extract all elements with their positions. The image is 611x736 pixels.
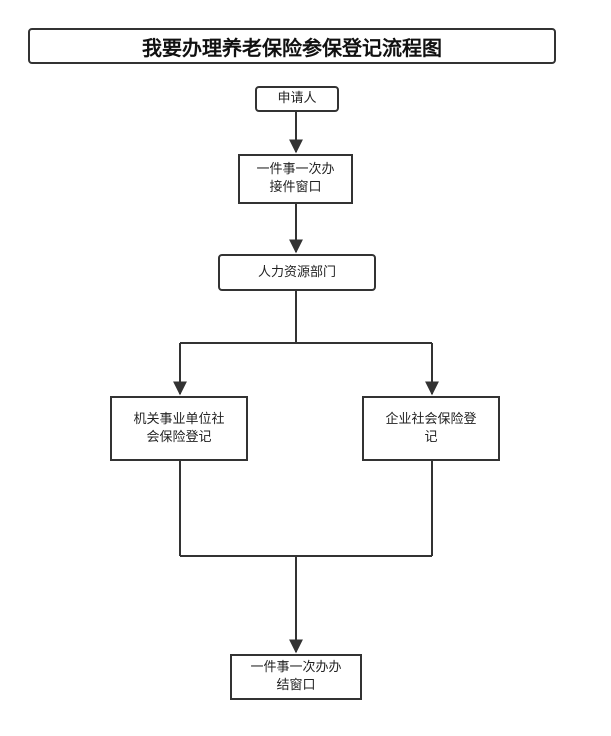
node-institution-line1: 机关事业单位社 [133, 411, 225, 427]
node-hr-department-label: 人力资源部门 [257, 264, 336, 280]
node-enterprise-line2: 记 [424, 429, 438, 445]
node-window-finish: 一件事一次办办 结窗口 [230, 654, 362, 700]
diagram-title: 我要办理养老保险参保登记流程图 [28, 28, 556, 64]
node-applicant: 申请人 [255, 86, 339, 112]
node-window-accept: 一件事一次办 接件窗口 [238, 154, 353, 204]
node-window-accept-line2: 接件窗口 [269, 180, 322, 195]
node-window-finish-line1: 一件事一次办办 [250, 660, 342, 675]
node-institution-line2: 会保险登记 [146, 429, 212, 445]
node-window-accept-line1: 一件事一次办 [256, 162, 335, 177]
node-enterprise-line1: 企业社会保险登 [385, 411, 477, 427]
node-window-finish-line2: 结窗口 [276, 678, 316, 693]
node-applicant-label: 申请人 [277, 91, 317, 106]
node-institution-registration: 机关事业单位社 会保险登记 [110, 396, 248, 461]
node-hr-department: 人力资源部门 [218, 254, 376, 291]
node-enterprise-registration: 企业社会保险登 记 [362, 396, 500, 461]
